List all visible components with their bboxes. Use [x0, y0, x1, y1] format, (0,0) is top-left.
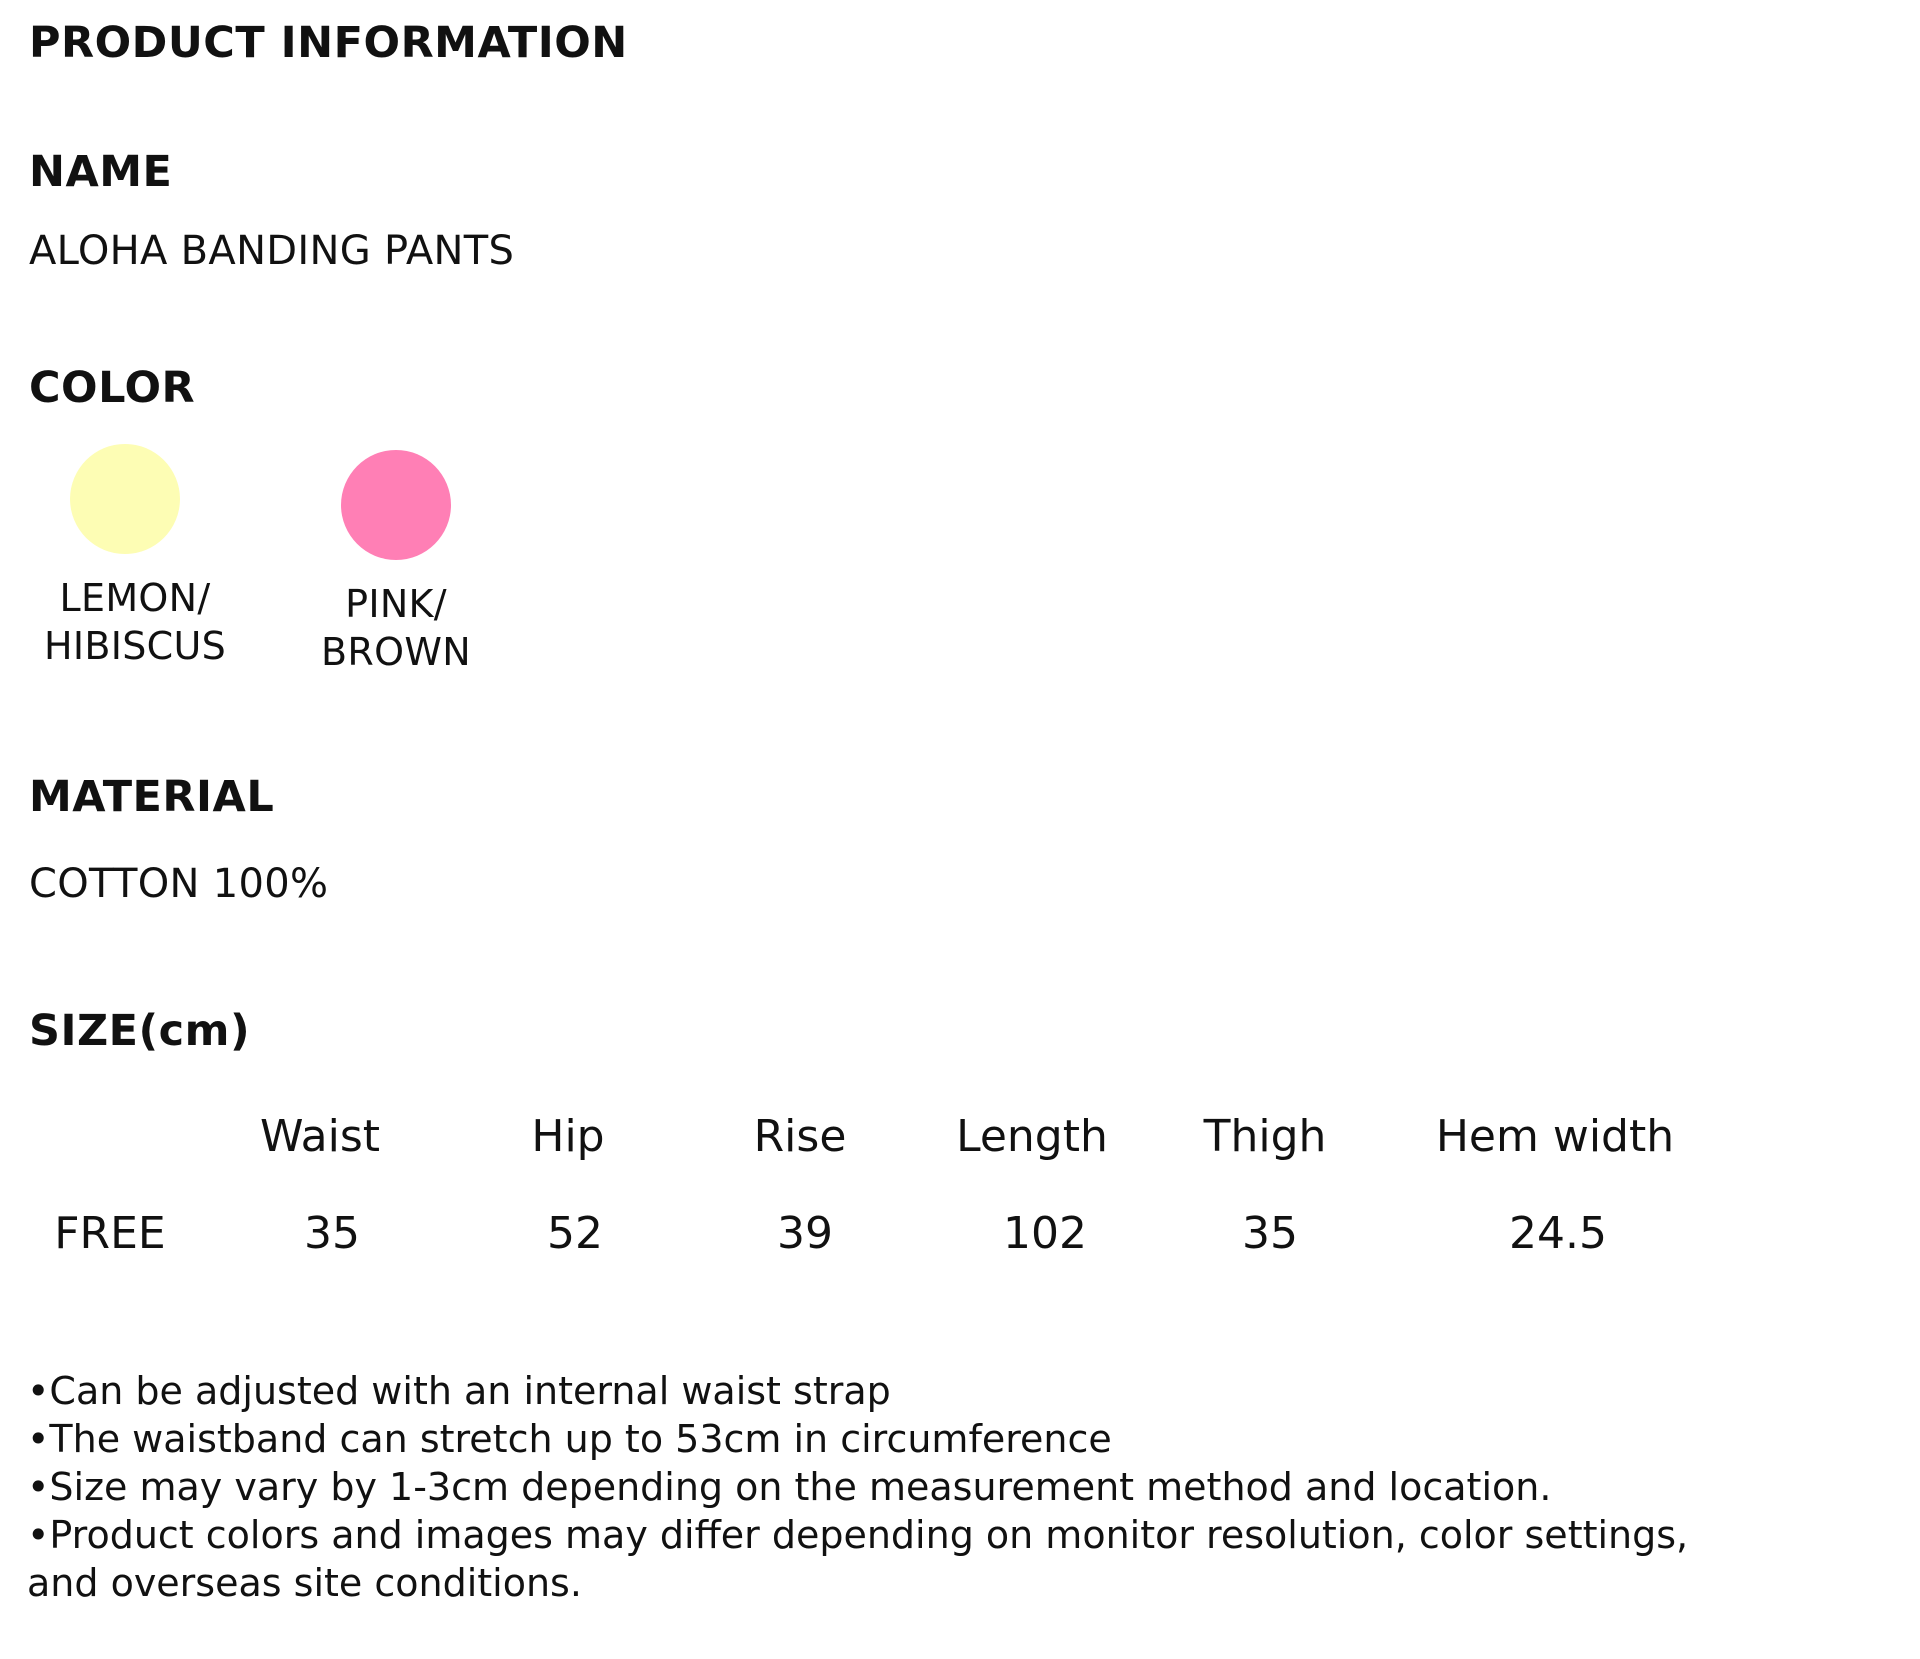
name-heading: NAME [29, 147, 173, 197]
page-title: PRODUCT INFORMATION [29, 18, 628, 68]
cell-hip: 52 [547, 1208, 603, 1259]
color-swatch-lemon [70, 444, 180, 554]
note-item: •The waistband can stretch up to 53cm in… [27, 1417, 1112, 1461]
column-header-length: Length [956, 1111, 1108, 1162]
column-header-hip: Hip [531, 1111, 605, 1162]
size-heading: SIZE(cm) [29, 1006, 251, 1056]
cell-waist: 35 [304, 1208, 360, 1259]
cell-thigh: 35 [1242, 1208, 1298, 1259]
cell-rise: 39 [777, 1208, 833, 1259]
column-header-rise: Rise [753, 1111, 847, 1162]
color-heading: COLOR [29, 363, 196, 413]
note-item: •Can be adjusted with an internal waist … [27, 1369, 891, 1413]
color-label: LEMON/ HIBISCUS [43, 576, 227, 668]
material-value: COTTON 100% [29, 861, 329, 907]
row-label-free: FREE [54, 1208, 166, 1259]
cell-hem-width: 24.5 [1509, 1208, 1607, 1259]
column-header-hem-width: Hem width [1435, 1111, 1675, 1162]
cell-length: 102 [1003, 1208, 1087, 1259]
note-item: and overseas site conditions. [27, 1561, 582, 1605]
column-header-thigh: Thigh [1203, 1111, 1327, 1162]
column-header-waist: Waist [259, 1111, 381, 1162]
note-item: •Product colors and images may differ de… [27, 1513, 1689, 1557]
color-swatch-pink [341, 450, 451, 560]
color-label: PINK/ BROWN [321, 582, 471, 674]
notes-list: •Can be adjusted with an internal waist … [27, 1367, 1688, 1607]
material-heading: MATERIAL [29, 772, 275, 822]
note-item: •Size may vary by 1-3cm depending on the… [27, 1465, 1552, 1509]
product-name: ALOHA BANDING PANTS [29, 228, 515, 274]
